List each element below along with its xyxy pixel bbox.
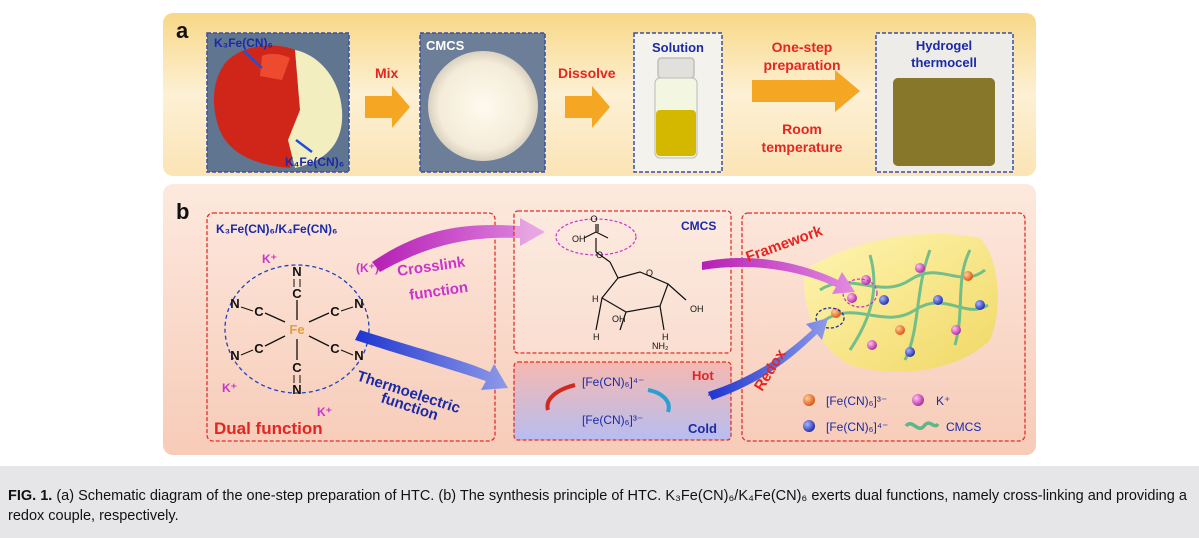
cmcs-h-2: H <box>593 332 600 342</box>
cmcs-title: CMCS <box>681 219 716 233</box>
hot-label: Hot <box>692 368 714 383</box>
panel-a: a K₃Fe(CN)₆ K₄Fe(CN)₆ Mix CMCS Dissolve <box>163 13 1036 176</box>
ferricyanide-structure: Fe C N C N C N C N C N C N <box>224 264 370 397</box>
hydrogel-block <box>804 233 998 372</box>
cn-ur-n: N <box>354 296 363 311</box>
cmcs-o-2: O <box>596 250 603 260</box>
precursor-powder-photo: K₃Fe(CN)₆ K₄Fe(CN)₆ <box>206 32 350 173</box>
legend-fecn3-marker <box>803 394 815 406</box>
panel-a-background <box>163 13 1036 176</box>
carboxyl-highlight <box>555 218 637 256</box>
framework-arrow <box>702 258 855 294</box>
mix-arrow <box>365 86 410 128</box>
panel-b-label: b <box>176 199 189 224</box>
redox-cell-box <box>513 361 732 441</box>
cmcs-o-1: O <box>590 214 597 224</box>
cn-ul-n: N <box>230 296 239 311</box>
solution-photo: Solution <box>633 32 723 173</box>
legend: [Fe(CN)₆]³⁻ K⁺ [Fe(CN)₆]⁴⁻ CMCS <box>803 394 981 434</box>
cn-lr-n: N <box>354 348 363 363</box>
cmcs-powder-photo: CMCS <box>419 32 546 173</box>
cn-lr-c: C <box>330 341 340 356</box>
cmcs-oh-3: OH <box>690 304 704 314</box>
cmcs-h-1: H <box>592 294 599 304</box>
k-ion-3: K⁺ <box>317 405 332 419</box>
fecn4-label: [Fe(CN)₆]⁴⁻ <box>582 375 644 389</box>
caption-background <box>0 466 1199 538</box>
cmcs-oh-1: OH <box>572 234 586 244</box>
redox-cycle-arrow-top <box>545 383 576 411</box>
cmcs-nh2: NH₂ <box>652 341 669 351</box>
cn-bottom-n: N <box>292 382 301 397</box>
cn-top-c: C <box>292 286 302 301</box>
cmcs-h-3: H <box>662 332 669 342</box>
k4-pointer <box>295 139 313 153</box>
solution-label: Solution <box>652 40 704 55</box>
k-ion-2: K⁺ <box>222 381 237 395</box>
legend-cmcs: CMCS <box>946 420 981 434</box>
k4-label: K₄Fe(CN)₆ <box>285 155 344 169</box>
k3-label: K₃Fe(CN)₆ <box>214 36 273 50</box>
legend-k: K⁺ <box>936 394 950 408</box>
caption-body: (a) Schematic diagram of the one-step pr… <box>8 488 1187 524</box>
framework-highlight <box>842 278 878 308</box>
ferri-ferro-title: K₃Fe(CN)₆/K₄Fe(CN)₆ <box>216 222 338 236</box>
mix-label: Mix <box>375 65 399 81</box>
hydrogel-photo: Hydrogel thermocell <box>875 32 1014 173</box>
redox-highlight <box>815 307 845 329</box>
dual-function-label: Dual function <box>214 419 323 438</box>
panel-b-background <box>163 184 1036 455</box>
cmcs-photo-label: CMCS <box>426 38 465 53</box>
dual-function-box <box>206 212 496 442</box>
k-ion-1: K⁺ <box>262 252 277 266</box>
cn-ul-c: C <box>254 304 264 319</box>
figure-caption: FIG. 1. (a) Schematic diagram of the one… <box>8 486 1188 526</box>
hydrogel-line1: Hydrogel <box>916 38 972 53</box>
cmcs-oh-2: OH <box>612 314 626 324</box>
k-ion-paren: (K⁺) <box>356 261 379 275</box>
legend-fecn4-marker <box>803 420 815 432</box>
cn-ur-c: C <box>330 304 340 319</box>
complex-outline <box>224 264 370 394</box>
legend-fecn4: [Fe(CN)₆]⁴⁻ <box>826 420 888 434</box>
preparation-arrow <box>752 70 860 112</box>
thermoelectric-arrow <box>355 330 508 390</box>
caption-fig-label: FIG. 1. <box>8 488 53 504</box>
hydrogel-line2: thermocell <box>911 55 977 70</box>
crosslink-arrow <box>372 218 545 272</box>
cmcs-o-ring: O <box>646 268 653 278</box>
cn-ll-n: N <box>230 348 239 363</box>
k3-pointer <box>243 50 263 69</box>
room-line1: Room <box>782 121 822 137</box>
redox-arrow <box>708 318 828 400</box>
room-line2: temperature <box>762 139 843 155</box>
dissolve-label: Dissolve <box>558 65 616 81</box>
redox-cycle-arrow-bottom <box>647 388 671 413</box>
one-step-line1: One-step <box>772 39 833 55</box>
fecn3-label: [Fe(CN)₆]³⁻ <box>582 413 643 427</box>
legend-fecn3: [Fe(CN)₆]³⁻ <box>826 394 887 408</box>
hydrogel-network-box <box>741 212 1026 442</box>
cn-ll-c: C <box>254 341 264 356</box>
hydrogel-ions <box>831 263 985 357</box>
cmcs-structure-box <box>513 210 732 354</box>
fe-atom: Fe <box>289 322 304 337</box>
cn-bottom-c: C <box>292 360 302 375</box>
legend-cmcs-marker <box>904 421 940 430</box>
panel-a-label: a <box>176 18 189 43</box>
cmcs-molecule <box>555 218 687 331</box>
cn-top-n: N <box>292 264 301 279</box>
legend-k-marker <box>912 394 924 406</box>
one-step-line2: preparation <box>763 57 840 73</box>
cold-label: Cold <box>688 421 717 436</box>
dissolve-arrow <box>565 86 610 128</box>
panel-b: b K₃Fe(CN)₆/K₄Fe(CN)₆ K⁺ K⁺ K⁺ (K⁺) Fe C… <box>163 184 1036 455</box>
